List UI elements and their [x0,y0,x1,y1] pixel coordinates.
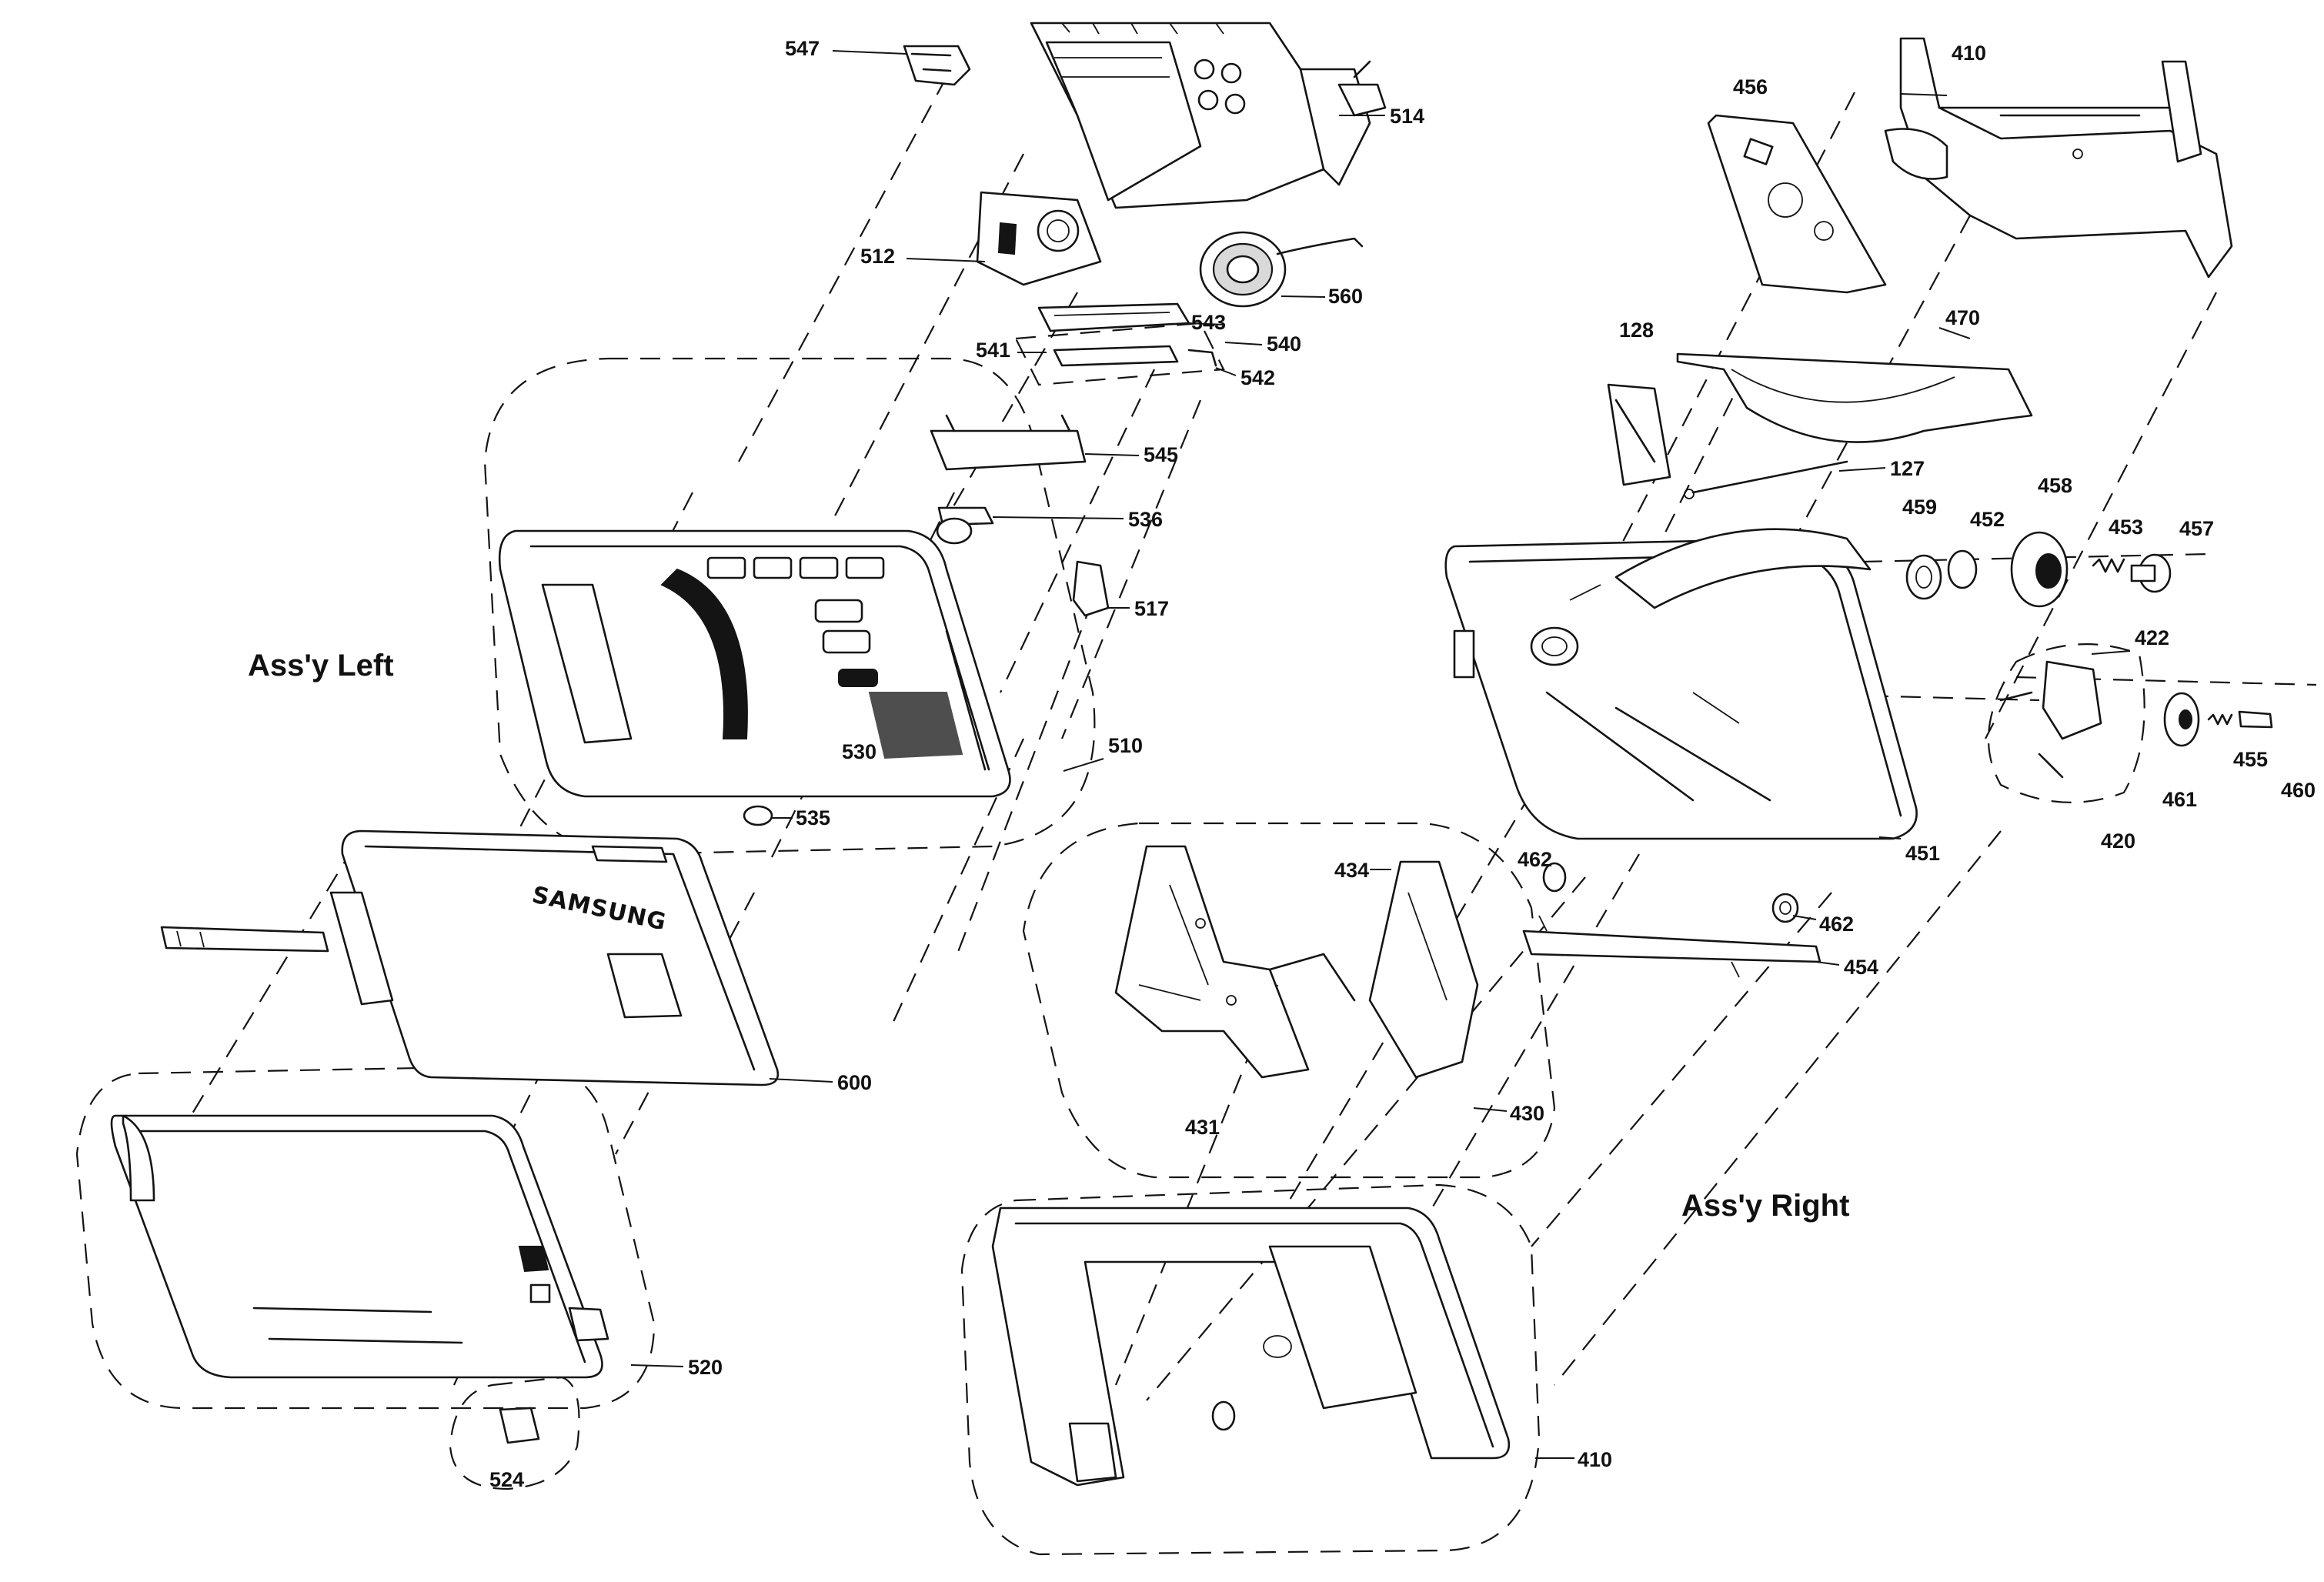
callout-541: 541 [976,339,1010,362]
leader-lines [630,50,2131,1459]
callout-545: 545 [1144,443,1178,466]
part-main-pcb-top [1030,22,1371,209]
callout-517: 517 [1134,597,1169,620]
part-458-dial [2010,531,2069,608]
assembly-left-title: Ass'y Left [248,649,394,683]
callout-459: 459 [1902,496,1937,519]
part-459-ring [1905,554,1942,600]
part-560-speaker [1199,231,1364,308]
part-517-bracket [1072,560,1110,617]
callout-462-a: 462 [1518,848,1552,871]
callout-410-top: 410 [1952,42,1986,65]
part-434-board [1368,860,1479,1079]
part-431-board [1114,845,1356,1079]
callout-512: 512 [860,245,895,268]
callout-127: 127 [1890,457,1925,480]
part-514-bracket [1337,60,1387,117]
part-454-strip [1522,915,1821,978]
callout-543: 543 [1191,311,1226,334]
part-457-knob [2130,553,2172,593]
callout-128: 128 [1619,319,1654,342]
part-127-wire [1684,460,1848,499]
part-547-bracket [903,45,971,86]
outline-assembly-520 [75,1064,656,1410]
callout-535: 535 [796,806,830,829]
part-543-bracket [1037,302,1190,332]
callout-430: 430 [1510,1102,1544,1125]
part-535-tab [743,805,773,826]
callout-530: 530 [842,740,877,763]
part-453-spring [2092,558,2125,573]
part-462-nut-a [1542,862,1567,893]
callout-462-b: 462 [1819,913,1854,936]
part-410-top-frame [1884,37,2233,279]
callout-452: 452 [1970,508,2005,531]
part-461-button [2163,692,2200,747]
callout-451: 451 [1905,842,1940,865]
callout-540: 540 [1267,332,1301,355]
part-451-chassis [1444,528,1918,840]
callout-460: 460 [2281,779,2316,802]
callout-420: 420 [2101,829,2135,853]
callout-422: 422 [2135,626,2169,649]
part-462-nut-b [1771,893,1799,923]
callout-524: 524 [489,1468,524,1491]
callout-542: 542 [1240,366,1275,389]
part-422-switch [1999,660,2102,779]
outline-assembly-430 [1022,822,1556,1179]
outline-assembly-420 [1987,643,2145,803]
part-520-rear-cover [110,1114,609,1379]
part-455-spring [2207,713,2233,726]
callout-461: 461 [2162,788,2197,811]
callout-536: 536 [1128,508,1163,531]
part-530-front-cover [498,529,1011,798]
part-524-clip [499,1407,540,1444]
part-456-plate [1707,114,1887,294]
callout-470: 470 [1945,306,1980,329]
part-410-bottom-frame [991,1207,1511,1487]
part-452-ring [1947,549,1978,589]
assembly-right-title: Ass'y Right [1681,1189,1849,1223]
part-600-lcd-module: SAMSUNG [160,829,780,1086]
callout-431: 431 [1185,1116,1220,1139]
part-536-connector [936,506,994,545]
callout-454: 454 [1844,956,1878,979]
callout-547: 547 [785,37,820,60]
callout-600: 600 [837,1071,872,1094]
part-512-module [976,191,1102,286]
callout-514: 514 [1390,105,1424,128]
callout-520: 520 [688,1356,723,1379]
callout-458: 458 [2038,474,2072,497]
callout-453: 453 [2109,516,2143,539]
callout-434: 434 [1334,859,1369,882]
callout-560: 560 [1328,285,1363,308]
part-541-plate [1053,345,1179,367]
callout-456: 456 [1733,75,1768,98]
part-542-clip [1187,349,1217,367]
outline-assembly-540 [1014,322,1225,386]
callout-510: 510 [1108,734,1143,757]
callout-457: 457 [2179,517,2214,540]
callout-455: 455 [2233,748,2268,771]
callout-410-bottom: 410 [1578,1448,1612,1471]
part-470-flex-cable [1676,352,2033,443]
part-128-bracket [1607,383,1671,486]
outline-assembly-524 [449,1376,580,1490]
part-545-bracket [930,414,1087,471]
part-460-pin [2238,710,2273,729]
speaker-grille-pattern [868,692,963,759]
outline-assembly-410-bottom [960,1183,1541,1556]
